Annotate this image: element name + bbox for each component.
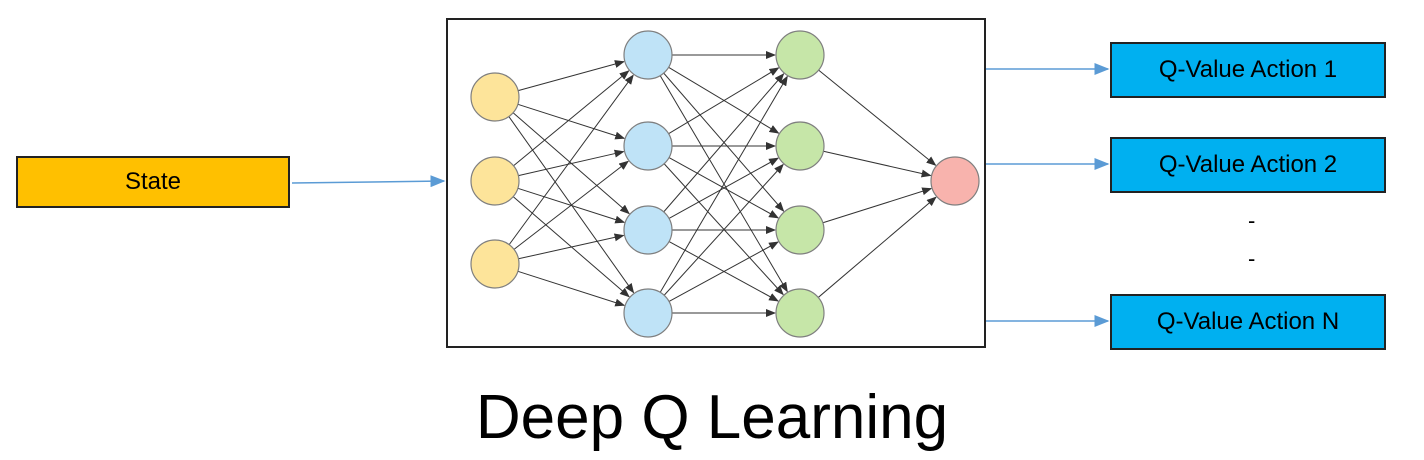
edge-l1-3-1: [663, 163, 784, 296]
edge-l0-2-0: [508, 74, 634, 245]
state-label: State: [124, 168, 182, 195]
node-layer0-2: [470, 239, 520, 289]
edge-l1-1-0: [668, 67, 780, 135]
edge-l2-3-0: [817, 196, 937, 298]
edge-l0-2-3: [517, 270, 626, 307]
edge-l0-0-0: [518, 60, 625, 92]
q-value-action-1-label: Q-Value Action 1: [1158, 56, 1338, 83]
edge-l0-1-0: [513, 70, 630, 167]
node-layer1-3: [623, 288, 673, 338]
node-layer0-0: [470, 72, 520, 122]
edge-l2-2-0: [822, 187, 933, 224]
edge-l0-0-1: [517, 103, 626, 140]
edge-l1-2-0: [663, 73, 785, 213]
q-value-action-2-label: Q-Value Action 2: [1158, 151, 1338, 178]
io-arrows: [291, 63, 1110, 327]
network-nodes: [470, 30, 980, 338]
edge-l2-1-0: [823, 150, 932, 178]
q-value-action-n-label: Q-Value Action N: [1156, 308, 1340, 335]
state-box: State: [16, 156, 290, 208]
node-layer1-1: [623, 121, 673, 171]
edge-l1-3-0: [659, 75, 788, 293]
ellipsis-dash-2: -: [1248, 246, 1256, 271]
node-layer2-2: [775, 205, 825, 255]
diagram-title: Deep Q Learning: [475, 383, 949, 452]
neural-network-frame: [446, 18, 986, 348]
edge-l0-1-1: [518, 149, 625, 177]
node-layer1-2: [623, 205, 673, 255]
q-value-action-2-box: Q-Value Action 2: [1110, 137, 1386, 193]
node-layer3-0: [930, 156, 980, 206]
state-to-network-arrow: [291, 175, 446, 188]
q-value-action-n-box: Q-Value Action N: [1110, 294, 1386, 350]
q-value-action-1-box: Q-Value Action 1: [1110, 42, 1386, 98]
edge-l0-2-2: [518, 233, 625, 260]
edge-l2-0-0: [818, 69, 937, 166]
network-edges: [508, 51, 937, 317]
edge-l1-3-2: [668, 241, 779, 302]
ellipsis-dash-1: -: [1248, 208, 1256, 233]
node-layer2-3: [775, 288, 825, 338]
node-layer1-0: [623, 30, 673, 80]
edge-l0-2-1: [513, 160, 629, 250]
node-layer0-1: [470, 156, 520, 206]
edge-l1-2-1: [668, 157, 779, 219]
node-layer2-0: [775, 30, 825, 80]
node-layer2-1: [775, 121, 825, 171]
